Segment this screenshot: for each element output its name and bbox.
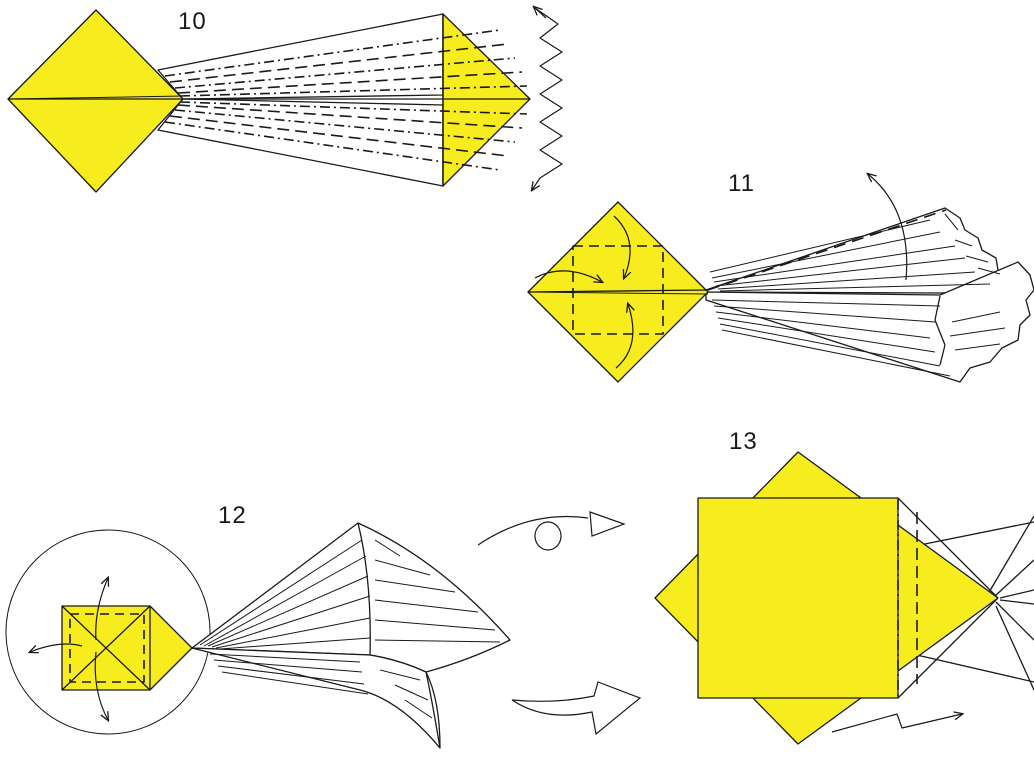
- step-number-13: 13: [729, 428, 758, 455]
- fold-arrows: [534, 174, 908, 369]
- step-13-front-square: [697, 497, 899, 699]
- step-13-figure: [654, 451, 1034, 745]
- step-number-10: 10: [178, 8, 207, 35]
- push-arrow: [831, 714, 962, 733]
- step-10-head-diamond: [7, 9, 184, 193]
- step-11-upper-tail: [705, 207, 1011, 294]
- step-11-lower-tail: [705, 261, 1034, 383]
- step-10-figure: [7, 7, 563, 193]
- step-12-lower-fin: [191, 647, 441, 749]
- open-and-squash-arrows: [30, 578, 108, 720]
- continue-arrow: [511, 681, 642, 736]
- step-number-12: 12: [218, 502, 247, 529]
- step-11-dashed-square: [572, 245, 664, 335]
- step-12-detail-circle: [5, 529, 211, 735]
- step-12-figure: [5, 522, 511, 749]
- step-12-head-diamond: [61, 605, 193, 691]
- step-10-tail-diamond: [442, 13, 531, 187]
- step-number-11: 11: [728, 170, 755, 197]
- step-11-figure: [527, 174, 1034, 383]
- turn-over-symbol: [477, 511, 626, 551]
- pleat-fold-arrow: [532, 7, 563, 190]
